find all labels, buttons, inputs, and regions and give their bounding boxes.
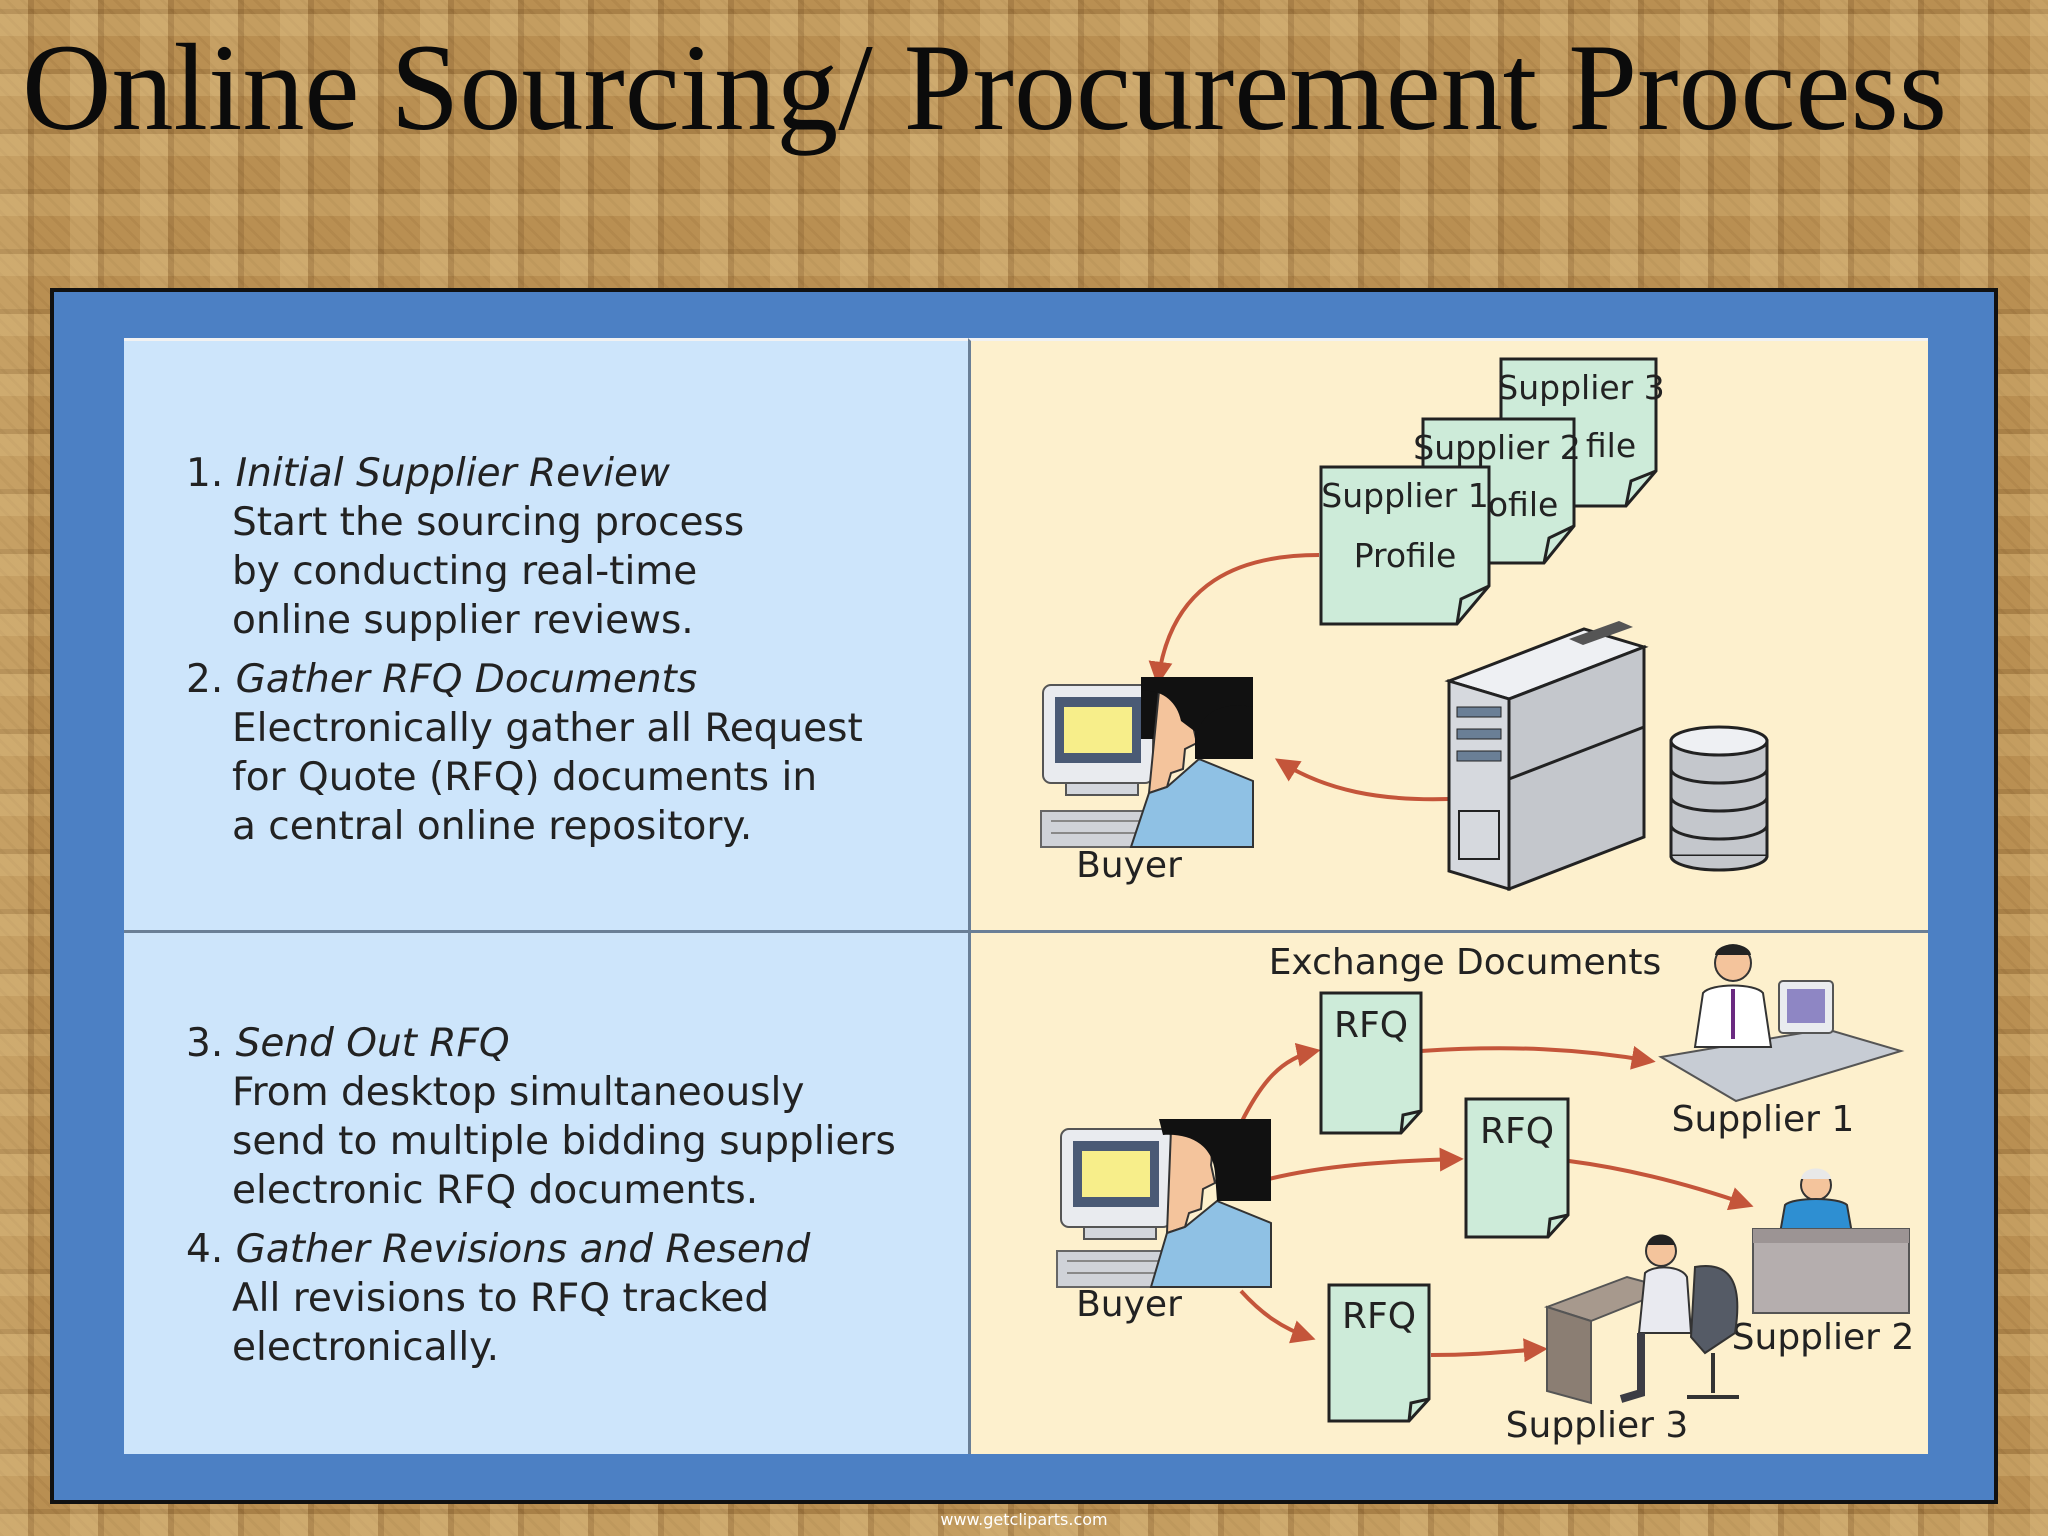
step-title: Gather RFQ Documents bbox=[235, 657, 698, 702]
buyer-label: Buyer bbox=[1076, 845, 1182, 886]
rfq-document: RFQ bbox=[1464, 1097, 1570, 1239]
step-number: 4. bbox=[186, 1227, 224, 1272]
arrow-buyer-to-rfq bbox=[1239, 1043, 1321, 1124]
arrow-profiles-to-buyer bbox=[1148, 553, 1320, 686]
step-item: 4. Gather Revisions and Resend All revis… bbox=[186, 1225, 896, 1372]
step-item: 2. Gather RFQ Documents Electronically g… bbox=[186, 655, 863, 851]
step-title: Initial Supplier Review bbox=[235, 451, 670, 496]
step-description: Electronically gather all Request for Qu… bbox=[232, 706, 863, 849]
step-heading: 3. Send Out RFQ bbox=[186, 1019, 896, 1068]
profile-line2: file bbox=[1586, 426, 1636, 465]
step-heading: 4. Gather Revisions and Resend bbox=[186, 1225, 896, 1274]
supplier-label: Supplier 1 bbox=[1672, 1099, 1855, 1140]
server-icon bbox=[1444, 621, 1649, 892]
process-figure: 1. Initial Supplier Review Start the sou… bbox=[50, 288, 1998, 1504]
supplier-3-icon bbox=[1543, 1234, 1739, 1405]
supplier-label: Supplier 3 bbox=[1506, 1405, 1689, 1446]
diagram-panel-bottom: Exchange Documents RFQ RFQ RF bbox=[968, 930, 1928, 1454]
supplier-1-icon bbox=[1658, 944, 1905, 1103]
arrow-rfq-to-supplier bbox=[1420, 1045, 1656, 1070]
step-title: Gather Revisions and Resend bbox=[235, 1227, 811, 1272]
rfq-label: RFQ bbox=[1342, 1296, 1416, 1337]
arrow-server-to-buyer bbox=[1274, 758, 1450, 802]
step-number: 3. bbox=[186, 1021, 224, 1066]
rfq-label: RFQ bbox=[1334, 1005, 1408, 1046]
arrow-buyer-to-rfq bbox=[1260, 1147, 1464, 1183]
step-heading: 1. Initial Supplier Review bbox=[186, 449, 863, 498]
diagram-panel-top: Supplier 3 file Supplier 2 Profile Suppl… bbox=[968, 338, 1928, 930]
step-number: 2. bbox=[186, 657, 224, 702]
steps-panel-top: 1. Initial Supplier Review Start the sou… bbox=[124, 338, 968, 930]
database-icon bbox=[1669, 725, 1769, 872]
buyer-workstation-icon bbox=[1056, 1119, 1272, 1288]
steps-panel-bottom: 3. Send Out RFQ From desktop simultaneou… bbox=[124, 930, 968, 1454]
step-description: All revisions to RFQ tracked electronica… bbox=[232, 1276, 770, 1370]
arrow-buyer-to-rfq bbox=[1239, 1289, 1316, 1344]
profile-line1: Supplier 1 bbox=[1321, 476, 1488, 515]
step-title: Send Out RFQ bbox=[235, 1021, 510, 1066]
arrow-rfq-to-supplier bbox=[1430, 1338, 1548, 1363]
watermark: www.getcliparts.com bbox=[940, 1510, 1108, 1529]
steps-list-bottom: 3. Send Out RFQ From desktop simultaneou… bbox=[186, 1019, 896, 1382]
profile-line1: Supplier 2 bbox=[1413, 428, 1580, 467]
rfq-document: RFQ bbox=[1319, 991, 1423, 1135]
rfq-document: RFQ bbox=[1327, 1283, 1431, 1423]
step-item: 1. Initial Supplier Review Start the sou… bbox=[186, 449, 863, 645]
profile-line2: Profile bbox=[1354, 536, 1457, 575]
supplier-label: Supplier 2 bbox=[1732, 1317, 1915, 1358]
step-description: Start the sourcing process by conducting… bbox=[232, 500, 745, 643]
step-item: 3. Send Out RFQ From desktop simultaneou… bbox=[186, 1019, 896, 1215]
rfq-label: RFQ bbox=[1480, 1111, 1554, 1152]
exchange-heading: Exchange Documents bbox=[1269, 942, 1662, 983]
buyer-label: Buyer bbox=[1076, 1284, 1182, 1325]
step-heading: 2. Gather RFQ Documents bbox=[186, 655, 863, 704]
step-description: From desktop simultaneously send to mult… bbox=[232, 1070, 896, 1213]
rfq-exchange-diagram: Exchange Documents RFQ RFQ RF bbox=[1056, 942, 1915, 1446]
repository-diagram: Supplier 3 file Supplier 2 Profile Suppl… bbox=[1040, 357, 1769, 892]
profile-document: Supplier 1 Profile bbox=[1319, 465, 1491, 626]
slide-title: Online Sourcing/ Procurement Process bbox=[22, 19, 1948, 156]
arrow-rfq-to-supplier bbox=[1568, 1159, 1754, 1211]
profile-line1: Supplier 3 bbox=[1497, 368, 1664, 407]
steps-list-top: 1. Initial Supplier Review Start the sou… bbox=[186, 449, 863, 861]
buyer-workstation-icon bbox=[1040, 677, 1254, 848]
step-number: 1. bbox=[186, 451, 224, 496]
supplier-2-icon bbox=[1752, 1168, 1910, 1314]
